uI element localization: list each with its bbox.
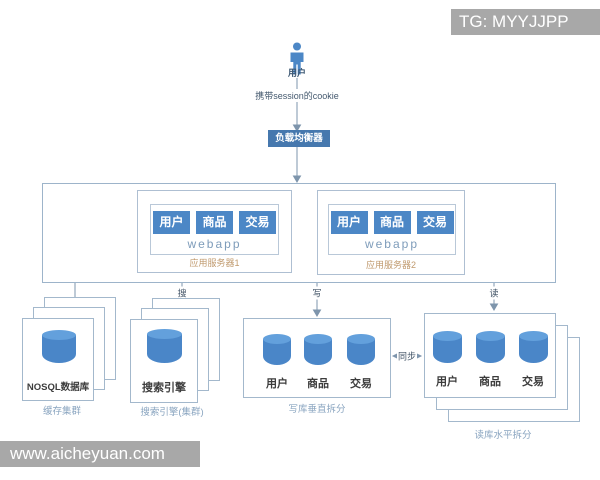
session-cookie-note: 携带session的cookie (253, 89, 341, 102)
read-db-box: 用户 商品 交易 (424, 313, 556, 398)
cache-cluster-node: NOSQL数据库 (22, 318, 94, 401)
write-db-trade: 交易 (350, 378, 372, 390)
cache-cluster-title: NOSQL数据库 (26, 382, 90, 393)
webapp-2-label: webapp (364, 237, 420, 251)
write-db-user: 用户 (266, 378, 288, 390)
webapp-2-box: 用户 商品 交易 webapp (328, 204, 456, 255)
edge-label-write: 写 (311, 286, 323, 300)
app-server-2-box: 用户 商品 交易 webapp 应用服务器2 (317, 190, 465, 275)
database-cylinder-icon (519, 331, 548, 363)
module-trade: 交易 (239, 211, 276, 234)
database-cylinder-icon (147, 329, 182, 363)
actor-label: 用户 (287, 68, 307, 78)
database-cylinder-icon (476, 331, 505, 363)
webapp-1-box: 用户 商品 交易 webapp (150, 204, 279, 255)
database-cylinder-icon (263, 334, 291, 365)
watermark-site: www.aicheyuan.com (0, 441, 200, 467)
database-cylinder-icon (347, 334, 375, 365)
module-product: 商品 (373, 211, 411, 234)
read-db-trade: 交易 (522, 376, 544, 388)
app-server-tier-box (42, 183, 556, 283)
database-cylinder-icon (304, 334, 332, 365)
watermark-telegram: TG: MYYJJPP (451, 9, 600, 35)
search-cluster-title: 搜索引擎 (142, 382, 186, 394)
edge-label-read: 读 (488, 286, 500, 300)
edge-label-search: 搜 (176, 286, 188, 300)
read-db-product: 商品 (479, 376, 501, 388)
database-cylinder-icon (42, 330, 76, 363)
module-user: 用户 (153, 211, 190, 234)
person-icon (286, 42, 308, 76)
module-user: 用户 (330, 211, 368, 234)
app-server-2-caption: 应用服务器2 (365, 260, 416, 270)
module-product: 商品 (196, 211, 233, 234)
app-server-1-caption: 应用服务器1 (189, 258, 240, 268)
search-cluster-node: 搜索引擎 (130, 319, 198, 403)
edge-label-sync: 同步 (396, 349, 418, 363)
write-db-box: 用户 商品 交易 (243, 318, 391, 398)
load-balancer-node: 负载均衡器 (268, 130, 330, 147)
write-db-caption: 写库垂直拆分 (288, 404, 346, 415)
webapp-1-label: webapp (187, 237, 242, 251)
app-server-1-box: 用户 商品 交易 webapp 应用服务器1 (137, 190, 292, 273)
webapp-2-modules: 用户 商品 交易 (329, 211, 455, 234)
write-db-product: 商品 (307, 378, 329, 390)
database-cylinder-icon (433, 331, 462, 363)
module-trade: 交易 (416, 211, 454, 234)
webapp-1-modules: 用户 商品 交易 (151, 211, 278, 234)
read-db-user: 用户 (436, 376, 458, 388)
cache-cluster-caption: 缓存集群 (42, 406, 81, 417)
read-db-caption: 读库水平拆分 (474, 430, 532, 441)
search-cluster-caption: 搜索引擎(集群) (140, 407, 204, 418)
